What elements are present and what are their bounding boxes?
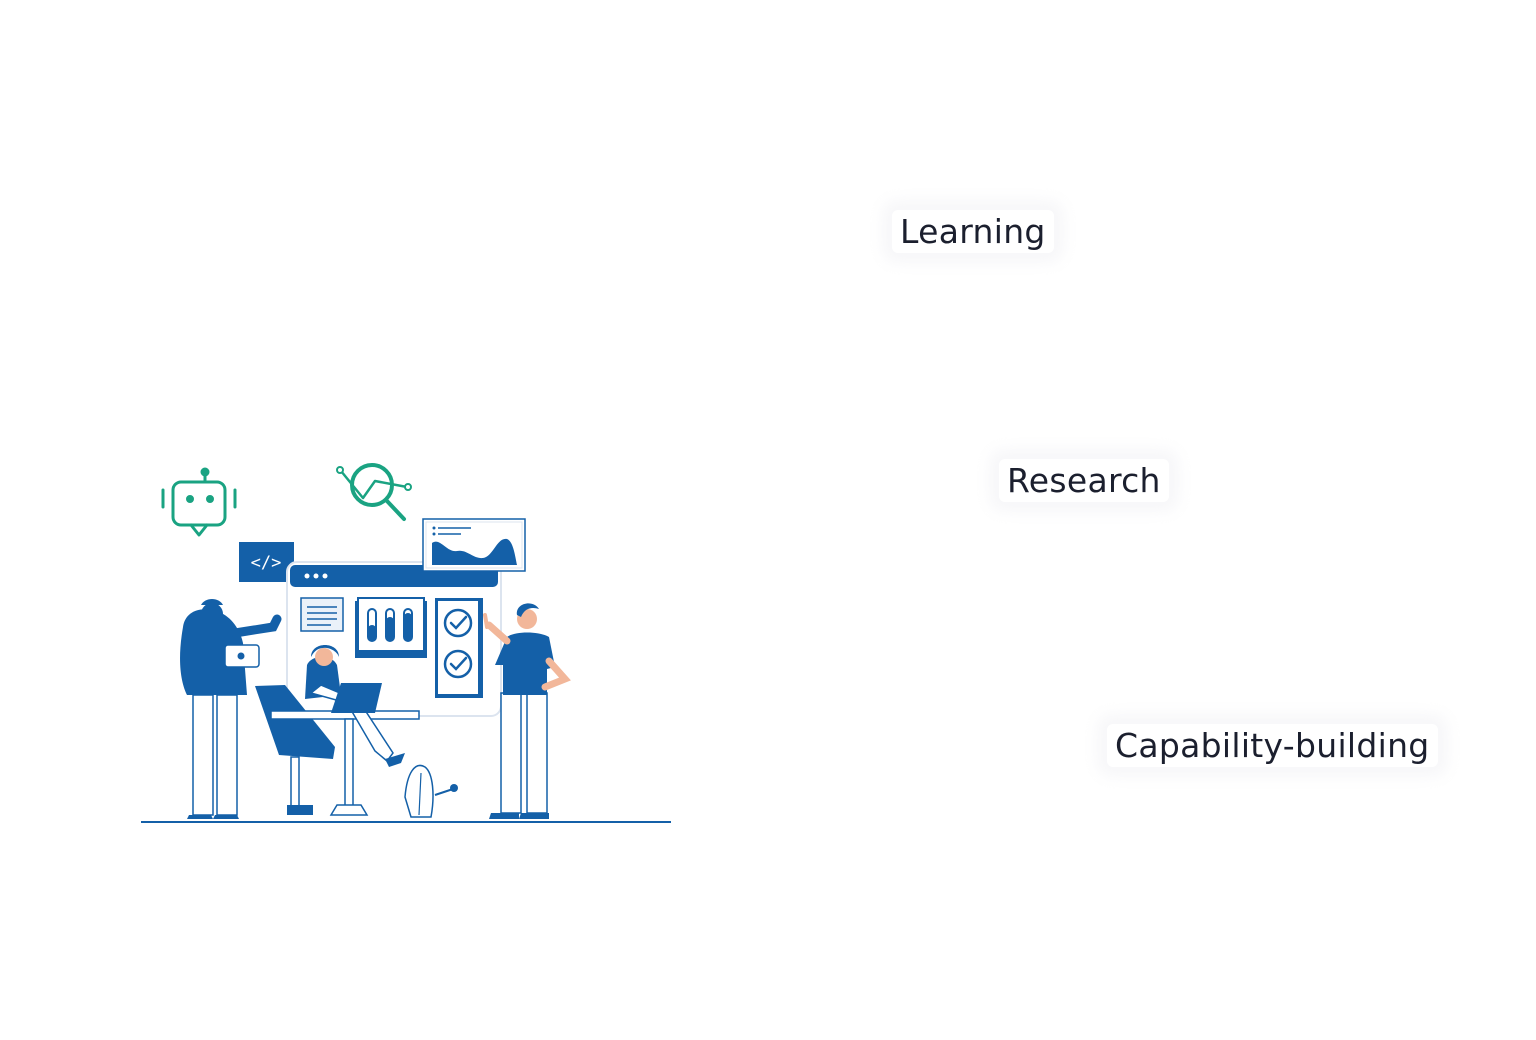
person-with-tablet bbox=[180, 599, 282, 819]
svg-text:</>: </> bbox=[251, 553, 282, 573]
magnifier-chart-icon bbox=[336, 463, 412, 521]
team-collaboration-illustration: </> bbox=[141, 463, 671, 823]
person-standing-right bbox=[483, 603, 571, 819]
person-seated-at-desk bbox=[255, 645, 420, 816]
checklist-card bbox=[435, 598, 483, 698]
plant bbox=[404, 764, 458, 818]
code-icon: </> bbox=[239, 542, 294, 582]
area-chart-card bbox=[422, 518, 526, 572]
capability-building-label: Capability-building bbox=[1107, 724, 1438, 767]
robot-chat-icon bbox=[161, 467, 237, 537]
learning-label: Learning bbox=[892, 210, 1054, 253]
research-label: Research bbox=[999, 459, 1169, 502]
